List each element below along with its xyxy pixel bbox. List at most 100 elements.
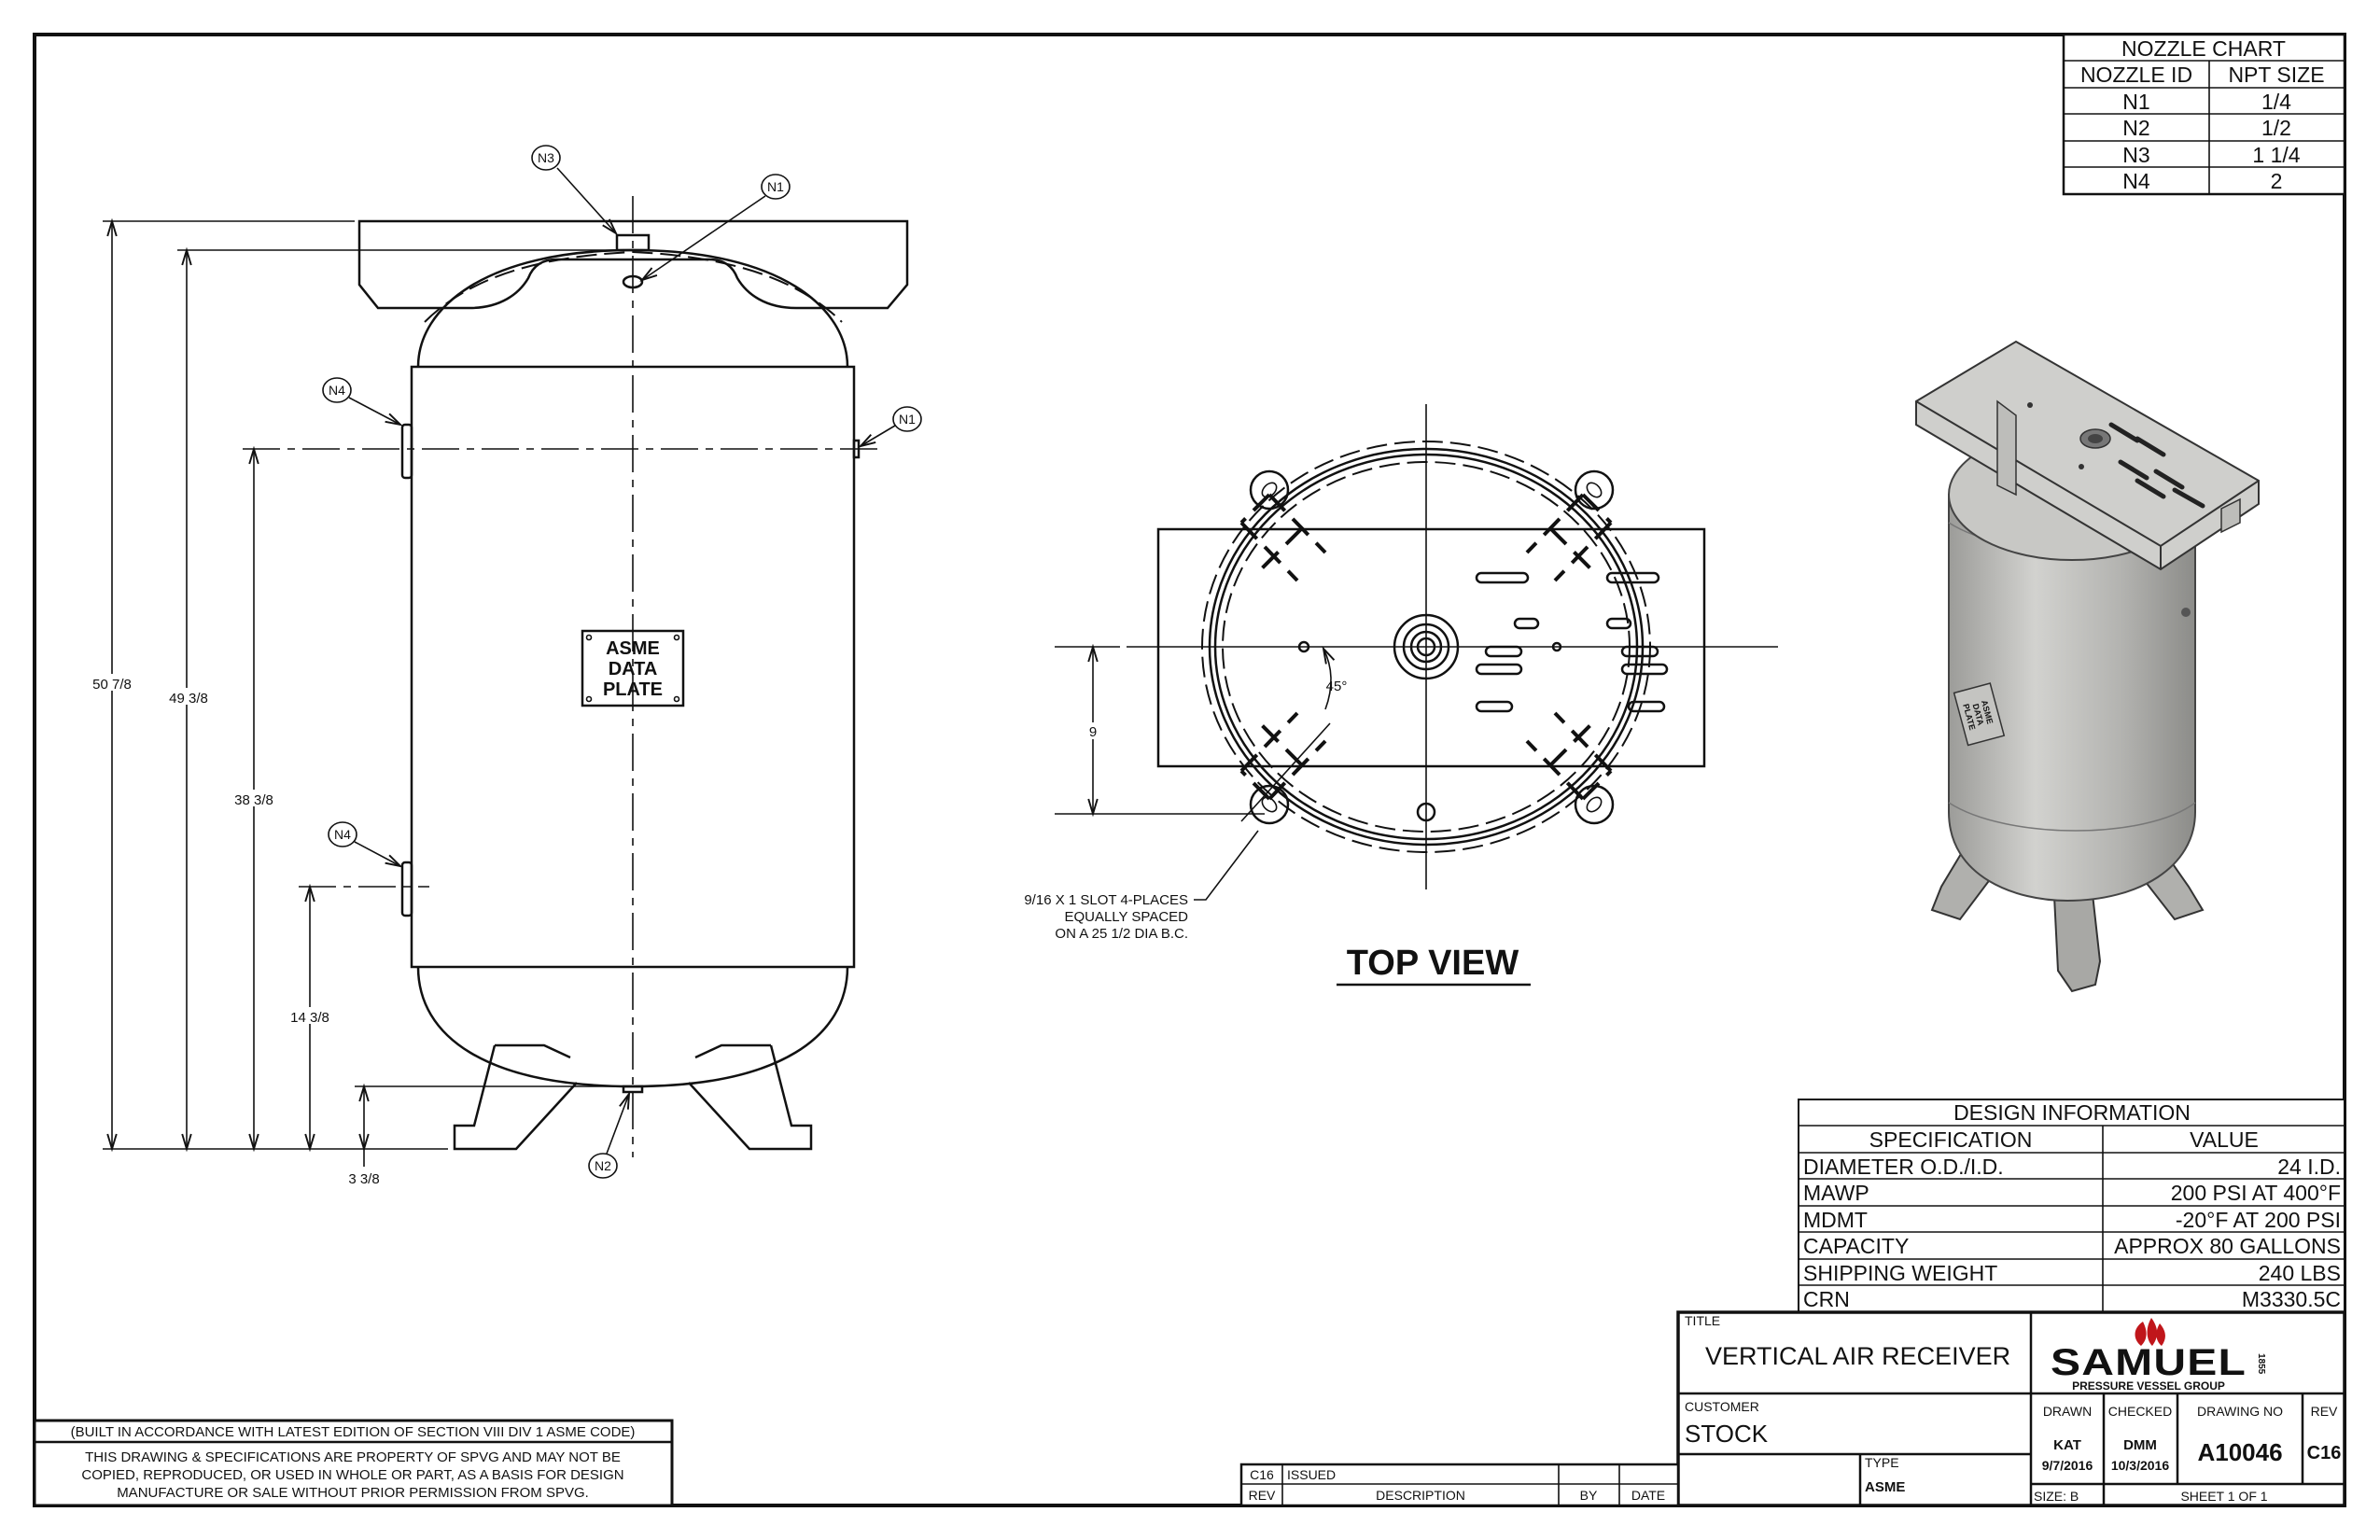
- property-note: THIS DRAWING & SPECIFICATIONS ARE PROPER…: [85, 1449, 621, 1465]
- top-view-dimension: 9: [1089, 724, 1097, 740]
- callout-n4-lower: N4: [328, 821, 400, 866]
- mounting-slot: [1249, 784, 1290, 825]
- slot-note: 9/16 X 1 SLOT 4-PLACES EQUALLY SPACED ON…: [1024, 830, 1259, 942]
- callout-n3: N3: [531, 145, 616, 233]
- front-view-dimensions-2: 38 3/8: [234, 792, 273, 808]
- dim-head-height: 49 3/8: [164, 250, 211, 1149]
- value-cell: 24 I.D.: [2277, 1155, 2341, 1179]
- nozzle-id: N3: [2122, 143, 2149, 167]
- spec-cell: CAPACITY: [1803, 1234, 1909, 1258]
- value-cell: 240 LBS: [2259, 1261, 2341, 1285]
- npt-size-header: NPT SIZE: [2228, 63, 2324, 87]
- mounting-slot: [1574, 469, 1615, 511]
- checked-by: DMM: [2123, 1437, 2157, 1453]
- flame-icon: [2135, 1318, 2165, 1346]
- property-note: COPIED, REPRODUCED, OR USED IN WHOLE OR …: [81, 1467, 623, 1483]
- spec-cell: MDMT: [1803, 1208, 1868, 1232]
- drawn-date: 9/7/2016: [2042, 1458, 2093, 1473]
- value-cell: 200 PSI AT 400°F: [2171, 1181, 2341, 1205]
- drawn-label: DRAWN: [2043, 1404, 2092, 1419]
- revision-block-headers-by: BY: [1580, 1488, 1598, 1503]
- dim-bottom-clearance: 3 3/8: [348, 1086, 380, 1187]
- top-view-title: TOP VIEW: [1347, 944, 1519, 983]
- revision-block-headers-date: DATE: [1631, 1488, 1665, 1503]
- samuel-logo: SAMUEL 1855 PRESSURE VESSEL GROUP: [2051, 1318, 2266, 1393]
- top-view-note-2: ON A 25 1/2 DIA B.C.: [1055, 926, 1188, 942]
- rev-entry: C16: [1250, 1467, 1274, 1482]
- iso-tank-body: [1948, 494, 2196, 903]
- design-info-title: DESIGN INFORMATION: [1953, 1100, 2191, 1125]
- top-view-note-1: EQUALLY SPACED: [1064, 909, 1188, 925]
- design-information-table: DESIGN INFORMATION SPECIFICATION VALUE D…: [1798, 1099, 2345, 1313]
- front-view-nameplate-1: DATA: [609, 659, 658, 679]
- top-view: 9 45° 9/16 X 1 SLOT 4-PLACES EQUALLY SPA…: [1024, 404, 1778, 987]
- dim-lower-nozzle: 14 3/8: [287, 887, 334, 1149]
- front-view-dimensions-0: 50 7/8: [92, 677, 132, 693]
- title-block-logo-year: 1855: [2256, 1353, 2266, 1375]
- front-view-callouts-4: N4: [334, 827, 351, 842]
- revision-block-headers-description: DESCRIPTION: [1376, 1488, 1465, 1503]
- nozzle-chart: NOZZLE CHART NOZZLE ID NPT SIZE N1 1/4 N…: [2062, 33, 2346, 196]
- top-bracket-outline: [1156, 527, 1706, 768]
- dim-overall-height: 50 7/8: [90, 221, 136, 1149]
- nozzle-id: N1: [2122, 90, 2149, 114]
- front-view-callouts-5: N2: [595, 1158, 611, 1173]
- nozzle-size: 1/2: [2261, 116, 2291, 140]
- callout-n4-upper: N4: [322, 377, 400, 425]
- checked-label: CHECKED: [2108, 1404, 2172, 1419]
- n2-nozzle: [622, 1085, 644, 1094]
- value-header: VALUE: [2190, 1127, 2259, 1152]
- property-note: MANUFACTURE OR SALE WITHOUT PRIOR PERMIS…: [117, 1485, 589, 1501]
- front-view-dimensions-4: 3 3/8: [348, 1171, 379, 1187]
- nozzle-id: N4: [2122, 169, 2150, 193]
- sheet-number: SHEET 1 OF 1: [2180, 1489, 2267, 1504]
- mounting-slot: [1249, 469, 1290, 511]
- front-view-callouts-3: N1: [899, 412, 916, 427]
- customer-label: CUSTOMER: [1685, 1399, 1759, 1414]
- left-leg: [453, 1043, 578, 1151]
- front-view: ASME DATA PLATE N3 N1 N4 N1 N4 N2 50 7/8…: [90, 145, 922, 1187]
- front-view-dimensions-1: 49 3/8: [169, 691, 208, 707]
- value-cell: M3330.5C: [2242, 1287, 2341, 1311]
- value-cell: -20°F AT 200 PSI: [2176, 1208, 2341, 1232]
- revision-block: C16 ISSUED REV DESCRIPTION BY DATE: [1239, 1463, 1680, 1507]
- rev-label: REV: [2311, 1404, 2338, 1419]
- nozzle-size: 1/4: [2261, 90, 2291, 114]
- title-block-logo-name: SAMUEL: [2051, 1342, 2247, 1383]
- n3-nozzle: [615, 233, 651, 252]
- front-view-callouts-2: N4: [329, 383, 345, 398]
- nozzle-chart-title: NOZZLE CHART: [2121, 36, 2286, 61]
- n4-lower-nozzle: [400, 861, 413, 917]
- spec-cell: DIAMETER O.D./I.D.: [1803, 1155, 2004, 1179]
- rev-description: ISSUED: [1287, 1467, 1336, 1482]
- type-value: ASME: [1865, 1479, 1905, 1495]
- front-view-nameplate-2: PLATE: [603, 679, 663, 700]
- isometric-view: ASME DATA PLATE: [1915, 340, 2260, 993]
- revision-block-headers-rev: REV: [1249, 1488, 1276, 1503]
- customer-value: STOCK: [1685, 1420, 1769, 1448]
- front-view-dimensions-3: 14 3/8: [290, 1010, 329, 1026]
- title-block: TITLE VERTICAL AIR RECEIVER CUSTOMER STO…: [1676, 1310, 2346, 1507]
- type-label: TYPE: [1865, 1455, 1899, 1470]
- nozzle-size: 2: [2271, 169, 2283, 193]
- dim-upper-nozzle: 38 3/8: [231, 449, 278, 1149]
- nozzle-id: N2: [2122, 116, 2149, 140]
- n4-upper-nozzle: [400, 423, 413, 480]
- mounting-slot: [1574, 784, 1615, 825]
- spec-header: SPECIFICATION: [1869, 1127, 2033, 1152]
- dim-nine: 9: [1085, 647, 1100, 814]
- sheet-border: [33, 33, 2346, 1507]
- drawn-by: KAT: [2053, 1437, 2081, 1453]
- sheet-size: SIZE: B: [2034, 1489, 2079, 1504]
- callout-n2: N2: [588, 1094, 629, 1179]
- spec-cell: MAWP: [1803, 1181, 1869, 1205]
- notes-block: (BUILT IN ACCORDANCE WITH LATEST EDITION…: [33, 1419, 674, 1507]
- right-leg: [688, 1043, 813, 1151]
- spec-cell: SHIPPING WEIGHT: [1803, 1261, 1997, 1285]
- front-view-callouts-1: N1: [767, 179, 784, 194]
- value-cell: APPROX 80 GALLONS: [2114, 1234, 2341, 1258]
- top-bracket: [357, 219, 909, 310]
- callout-n1-side: N1: [861, 406, 922, 446]
- n1-side-nozzle: [852, 439, 861, 459]
